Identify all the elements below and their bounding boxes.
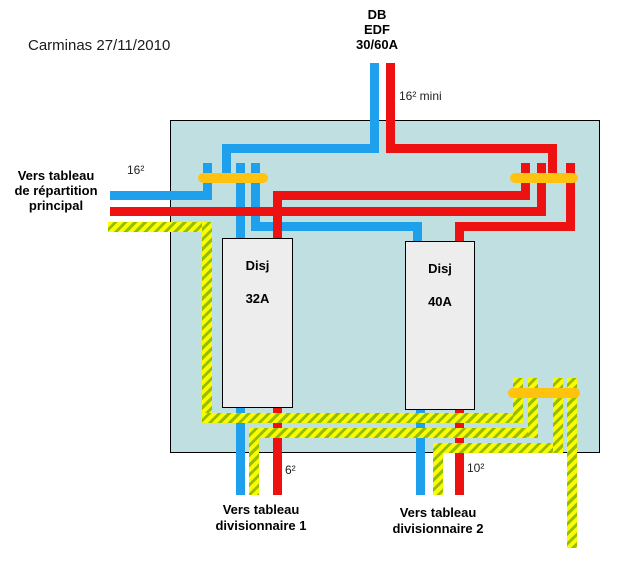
breaker-40a-label: Disj — [428, 261, 452, 276]
db-wire-gauge-label: 16² mini — [399, 89, 442, 103]
phase-busbar-tap-2 — [537, 163, 546, 216]
earth-wire-exit-tail — [567, 378, 577, 548]
phase-wire-top-run — [386, 144, 557, 153]
earth-wire-to-div1 — [249, 428, 259, 495]
div2-dest-line2: divisionnaire 2 — [392, 521, 484, 536]
phase-wire-run-to-breaker-32a — [273, 191, 530, 200]
earth-busbar — [508, 388, 580, 398]
phase-wire-to-div1 — [273, 407, 282, 495]
phase-busbar-tap-3 — [566, 163, 575, 231]
div1-destination-label: Vers tableau divisionnaire 1 — [181, 502, 341, 534]
breaker-40a-rating: 40A — [428, 294, 452, 309]
div1-gauge-label: 6² — [285, 463, 296, 477]
neutral-wire-from-db — [370, 63, 379, 153]
main-board-destination-label: Vers tableau de répartition principal — [0, 168, 112, 213]
earth-wire-left-drop — [202, 222, 212, 423]
div2-gauge-label: 10² — [467, 461, 485, 475]
earth-busbar-tap-2 — [528, 378, 538, 438]
div1-dest-line1: Vers tableau — [222, 502, 300, 517]
neutral-wire-to-breaker-32a — [236, 163, 245, 240]
earth-wire-bottom-run-3 — [433, 443, 563, 453]
neutral-wire-to-main-board — [110, 191, 212, 200]
db-supply-line1: DB — [367, 7, 387, 22]
neutral-wire-to-div2 — [416, 409, 425, 495]
main-dest-line1: Vers tableau — [17, 168, 95, 183]
breaker-40a: Disj 40A — [405, 241, 475, 410]
phase-wire-drop-breaker-40a — [455, 222, 464, 242]
breaker-32a: Disj 32A — [222, 238, 293, 408]
neutral-wire-drop-breaker-40a — [413, 222, 422, 242]
div2-dest-line1: Vers tableau — [399, 505, 477, 520]
diagram-title: Carminas 27/11/2010 — [28, 37, 171, 54]
db-supply-line3: 30/60A — [356, 37, 398, 52]
neutral-wire-drop-to-busbar — [222, 144, 231, 178]
neutral-wire-to-div1 — [236, 407, 245, 495]
neutral-busbar-tap-right — [251, 163, 260, 231]
earth-wire-from-main-board — [108, 222, 212, 232]
main-dest-line2: de répartition — [14, 183, 98, 198]
phase-wire-drop-to-busbar — [548, 144, 557, 178]
phase-wire-from-db — [386, 63, 395, 153]
earth-wire-bottom-run-2 — [249, 428, 538, 438]
earth-wire-bottom-run-1 — [202, 413, 523, 423]
db-supply-line2: EDF — [364, 22, 390, 37]
earth-busbar-tap-1 — [513, 378, 523, 423]
earth-busbar-tap-3 — [553, 378, 563, 453]
earth-wire-to-div2 — [433, 443, 443, 495]
main-dest-line3: principal — [28, 198, 84, 213]
main-feed-gauge-label: 16² — [127, 163, 145, 177]
div2-destination-label: Vers tableau divisionnaire 2 — [358, 505, 518, 537]
db-supply-label: DB EDF 30/60A — [337, 7, 417, 52]
neutral-wire-top-run — [222, 144, 379, 153]
breaker-32a-rating: 32A — [245, 291, 270, 306]
phase-wire-run-to-breaker-40a — [455, 222, 575, 231]
phase-busbar — [510, 173, 578, 183]
neutral-wire-run-to-breaker-40a — [251, 222, 422, 231]
neutral-busbar — [198, 173, 268, 183]
breaker-32a-label: Disj — [245, 258, 270, 273]
div1-dest-line2: divisionnaire 1 — [215, 518, 307, 533]
phase-wire-to-main-board — [110, 207, 546, 216]
